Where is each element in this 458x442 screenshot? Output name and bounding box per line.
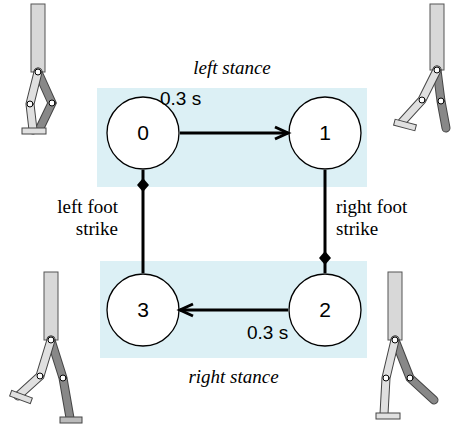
connector-line [180,132,288,135]
state-circle: 1 [288,96,362,170]
diamond-head [137,178,149,192]
diamond-head [319,251,331,265]
walker-figure-top-left [22,4,55,134]
edge-label: 0.3 s [247,322,317,344]
circle-shape [289,97,361,169]
connector-line [324,170,327,273]
stance-label: left stance [77,57,387,79]
transition-connector [180,304,288,316]
transition-connector [319,170,331,273]
edge-label: 0.3 s [160,88,230,110]
transition-connector [180,127,288,139]
walker-figure-bottom-right [376,272,434,419]
walker-figure-top-right [394,4,446,131]
stance-label: right stance [80,366,387,388]
connector-line [142,170,145,273]
state-number: 3 [106,273,180,347]
arrow-head [275,127,288,139]
circle-shape [107,274,179,346]
connector-line [180,309,288,312]
state-number: 2 [288,273,362,347]
edge-label: left foot strike [14,196,118,240]
state-number: 1 [288,96,362,170]
state-circle: 3 [106,273,180,347]
walker-figure-bottom-left [10,272,82,423]
edge-label: right foot strike [336,196,436,240]
circle-shape [289,274,361,346]
stance-band: left stance01 [97,88,367,187]
state-circle: 2 [288,273,362,347]
transition-connector [137,170,149,273]
arrow-head [180,304,193,316]
stance-band: right stance23 [100,261,367,358]
